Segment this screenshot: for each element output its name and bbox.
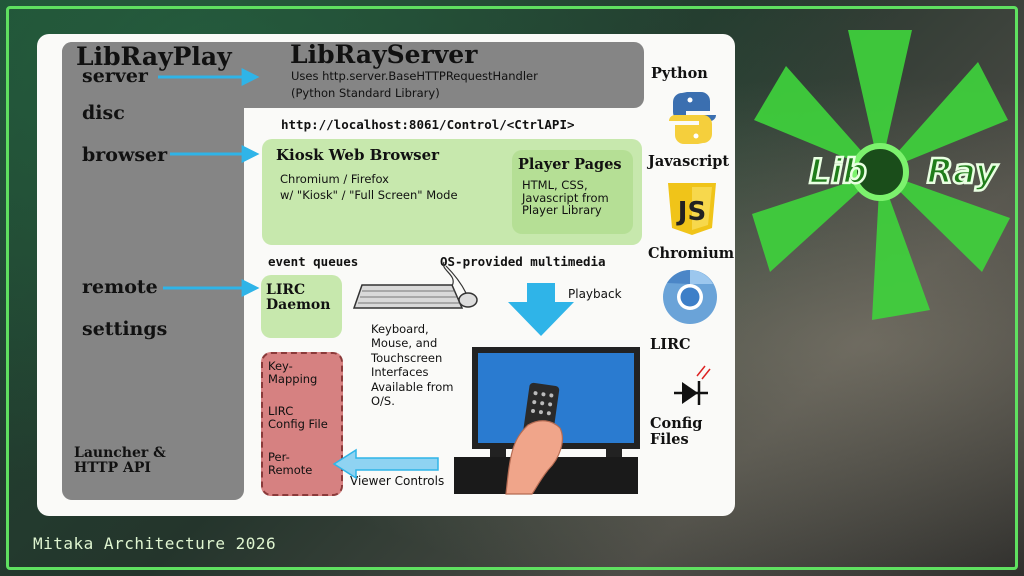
- tech-chromium-label: Chromium: [648, 245, 735, 262]
- tech-config-label: Config Files: [650, 415, 703, 448]
- svg-text:JS: JS: [676, 197, 706, 227]
- key-mapping-label: Key- Mapping: [268, 359, 318, 386]
- green-frame: [6, 6, 1018, 570]
- mouse-icon: [445, 265, 478, 308]
- launcher-item-remote: remote: [82, 276, 158, 298]
- multimedia-label: OS-provided multimedia: [440, 254, 606, 269]
- tech-javascript-label: Javascript: [648, 153, 730, 170]
- python-icon: [669, 92, 716, 144]
- lirc-daemon-box: [261, 275, 342, 338]
- keyboard-icon: [352, 261, 464, 309]
- server-desc-1: Uses http.server.BaseHTTPRequestHandler: [291, 69, 538, 83]
- input-interfaces-desc: Keyboard, Mouse, and Touchscreen Interfa…: [371, 322, 454, 408]
- per-remote-label: Per- Remote: [268, 450, 313, 477]
- lirc-diode-icon: [674, 365, 711, 405]
- credit-text: Mitaka Architecture 2026: [33, 534, 277, 553]
- logo-text-right: Ray: [927, 152, 999, 192]
- logo-text-left: Lib: [809, 152, 867, 192]
- libray-logo-icon: Lib Ray: [752, 30, 1010, 320]
- playback-label: Playback: [568, 287, 622, 301]
- launcher-footer: Launcher & HTTP API: [74, 445, 166, 477]
- viewer-controls-arrow: [332, 448, 439, 480]
- kiosk-title: Kiosk Web Browser: [276, 146, 440, 164]
- lirc-config-label: LIRC Config File: [268, 404, 328, 431]
- kiosk-line-2: w/ "Kiosk" / "Full Screen" Mode: [280, 188, 458, 202]
- launcher-item-browser: browser: [82, 144, 168, 166]
- kiosk-line-1: Chromium / Firefox: [280, 172, 389, 186]
- playback-arrow: [508, 283, 574, 336]
- remote-control-icon: [505, 382, 563, 495]
- lirc-daemon-label: LIRC Daemon: [266, 282, 331, 314]
- tech-lirc-label: LIRC: [650, 336, 691, 353]
- launcher-title: LibRayPlay: [76, 42, 232, 71]
- launcher-block: [62, 42, 244, 500]
- player-pages-box: [512, 150, 633, 234]
- player-pages-title: Player Pages: [518, 156, 622, 173]
- tech-python-label: Python: [651, 65, 708, 82]
- event-queues-label: event queues: [268, 254, 359, 269]
- viewer-controls-label: Viewer Controls: [350, 474, 445, 488]
- player-pages-desc: HTML, CSS, Javascript from Player Librar…: [522, 178, 609, 218]
- server-title: LibRayServer: [290, 40, 478, 69]
- server-desc-2: (Python Standard Library): [291, 86, 440, 100]
- control-url: http://localhost:8061/Control/<CtrlAPI>: [281, 117, 575, 132]
- launcher-item-disc: disc: [82, 102, 125, 124]
- launcher-item-server: server: [82, 65, 148, 87]
- js-icon: JS: [668, 183, 716, 235]
- chromium-icon: [663, 270, 717, 324]
- key-mapping-box: [261, 352, 343, 496]
- launcher-item-settings: settings: [82, 318, 168, 340]
